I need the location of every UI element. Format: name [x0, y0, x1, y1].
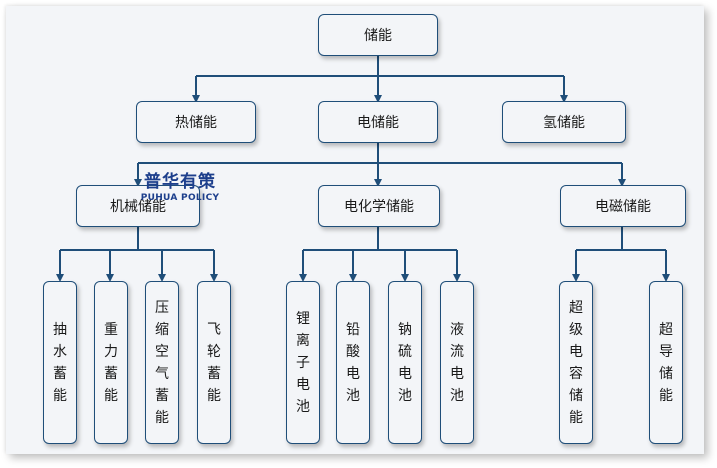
node-label: 氢储能	[543, 115, 585, 131]
leaf-label: 锂离子电池	[296, 310, 310, 415]
node-electromagnetic-storage: 电磁储能	[560, 185, 686, 227]
leaf-label: 压缩空气蓄能	[155, 299, 169, 426]
node-label: 机械储能	[110, 199, 166, 215]
node-label: 电储能	[357, 115, 399, 131]
node-hydrogen-storage: 氢储能	[502, 101, 626, 143]
leaf-superconducting: 超导储能	[649, 281, 683, 444]
leaf-label: 超导储能	[659, 321, 673, 404]
leaf-label: 飞轮蓄能	[207, 321, 221, 404]
leaf-label: 液流电池	[450, 321, 464, 404]
leaf-compressed-air: 压缩空气蓄能	[145, 281, 179, 444]
node-root-label: 储能	[364, 28, 392, 44]
leaf-lead-acid: 铅酸电池	[336, 281, 370, 444]
leaf-label: 钠硫电池	[398, 321, 412, 404]
leaf-supercapacitor: 超级电容储能	[559, 281, 593, 444]
node-thermal-storage: 热储能	[136, 101, 256, 143]
leaf-pumped-hydro: 抽水蓄能	[43, 281, 77, 444]
leaf-lithium-ion: 锂离子电池	[286, 281, 320, 444]
node-mechanical-storage: 机械储能	[76, 185, 200, 227]
leaf-label: 铅酸电池	[346, 321, 360, 404]
leaf-gravity-storage: 重力蓄能	[94, 281, 128, 444]
node-label: 电化学储能	[344, 199, 414, 215]
node-root: 储能	[318, 14, 438, 56]
leaf-label: 超级电容储能	[569, 299, 583, 426]
leaf-flywheel: 飞轮蓄能	[197, 281, 231, 444]
leaf-sodium-sulfur: 钠硫电池	[388, 281, 422, 444]
node-electrical-storage: 电储能	[318, 101, 438, 143]
leaf-flow-battery: 液流电池	[440, 281, 474, 444]
node-label: 热储能	[175, 115, 217, 131]
leaf-label: 重力蓄能	[104, 321, 118, 404]
node-label: 电磁储能	[595, 199, 651, 215]
node-electrochemical-storage: 电化学储能	[318, 185, 440, 227]
leaf-label: 抽水蓄能	[53, 321, 67, 404]
